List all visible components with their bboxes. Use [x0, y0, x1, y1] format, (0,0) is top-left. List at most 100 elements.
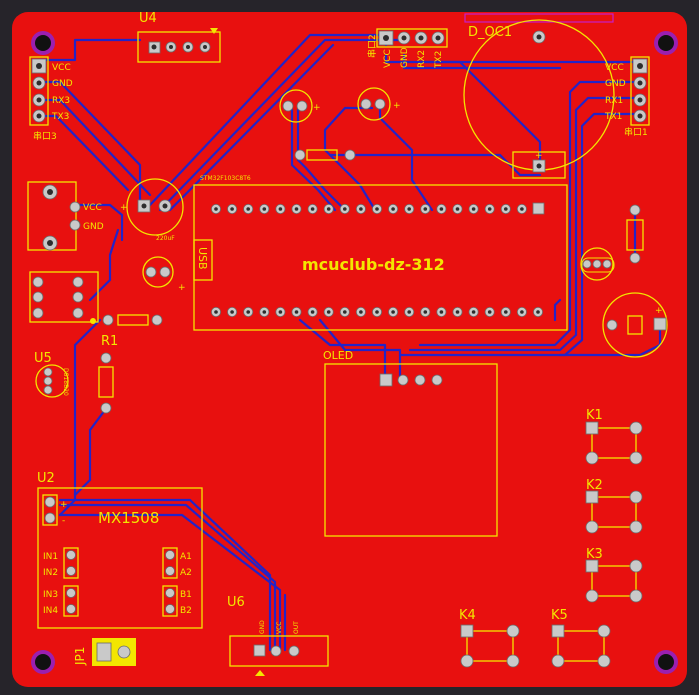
driver-b1: B1	[180, 590, 192, 600]
serial-port-1: VCC GND RX1 TX1 串口1	[604, 56, 650, 138]
oled-display: OLED	[323, 349, 498, 537]
mcu-pins-top	[210, 202, 545, 215]
mcu-board: STM32F103C8T6 USB mcuclub-dz-312	[193, 175, 568, 331]
u6-label: U6	[227, 595, 245, 610]
mcu-pins-bottom	[210, 306, 544, 317]
jp1-label: JP1	[73, 647, 87, 666]
button-k5: K5	[551, 608, 611, 668]
mcu-pin-hole	[230, 310, 234, 314]
mcu-pin-hole	[278, 310, 283, 314]
mcu-pin-hole	[262, 310, 267, 314]
port2-pin-4: TX2	[434, 51, 444, 69]
d-oc1-label: D_OC1	[468, 25, 512, 40]
board-title: mcuclub-dz-312	[302, 255, 445, 274]
svg-text:+: +	[393, 101, 401, 111]
mcu-pin-hole	[246, 310, 250, 314]
port1-pin-4: TX1	[604, 112, 622, 122]
port2-pin-2: GND	[400, 47, 410, 68]
k3-label: K3	[586, 547, 603, 562]
u6-pin-3: OUT	[293, 621, 300, 634]
k5-label: K5	[551, 608, 568, 623]
ds18b20-label: DS18B20	[62, 368, 69, 396]
driver-plus: +	[60, 500, 68, 510]
usb-label: USB	[196, 247, 209, 270]
k1-label: K1	[586, 408, 603, 423]
mcu-pin-hole	[504, 207, 508, 211]
port1-name: 串口1	[624, 127, 648, 138]
driver-in4: IN4	[43, 606, 58, 616]
svg-text:+: +	[535, 151, 543, 161]
mcu-pin-hole	[487, 207, 492, 211]
mcu-pin-hole	[214, 207, 218, 211]
serial-port-2: VCC GND RX2 TX2 串口2	[367, 28, 448, 69]
port2-name: 串口2	[367, 34, 378, 58]
u5-label: U5	[34, 351, 52, 366]
cap-value: 220uF	[156, 235, 175, 242]
driver-in2: IN2	[43, 568, 58, 578]
u6-pin-2: VCC	[276, 622, 283, 634]
mcu-pin-hole	[520, 310, 524, 314]
port3-name: 串口3	[33, 131, 57, 142]
mcu-pin-hole	[487, 310, 492, 314]
mcu-pin-hole	[375, 207, 379, 211]
button-k1: K1	[585, 408, 643, 465]
mcu-pin-hole	[471, 207, 476, 211]
mcu-name: STM32F103C8T6	[200, 175, 251, 182]
mcu-pin-hole	[375, 310, 379, 314]
port1-pin-1: VCC	[605, 63, 624, 73]
mcu-pin-hole	[536, 310, 540, 314]
port3-pin-2: GND	[52, 79, 73, 89]
mcu-pin-square	[532, 202, 545, 215]
d-oc1-component: D_OC1 +	[463, 13, 615, 179]
mcu-pin-hole	[407, 310, 412, 314]
mcu-pin-hole	[294, 310, 299, 314]
button-k2: K2	[585, 478, 643, 534]
u6-sensor: U6 GND VCC OUT	[227, 595, 329, 676]
driver-a2: A2	[180, 568, 192, 578]
driver-a1: A1	[180, 552, 192, 562]
mcu-pin-hole	[310, 207, 315, 211]
mcu-pin-hole	[343, 310, 347, 314]
button-k4: K4	[459, 608, 520, 668]
driver-minus: -	[62, 516, 65, 526]
mcu-pin-hole	[214, 310, 218, 314]
port3-pin-4: TX3	[51, 112, 69, 122]
led-pair: + +	[279, 87, 401, 161]
mcu-pin-hole	[359, 207, 363, 211]
mcu-pin-hole	[439, 310, 444, 314]
serial-port-3: VCC GND RX3 TX3 串口3	[29, 56, 73, 142]
capacitor-220uf: + 220uF	[120, 178, 184, 242]
mcu-pin-hole	[520, 207, 524, 211]
port3-pin-1: VCC	[52, 63, 71, 73]
power-input: VCC GND	[27, 181, 104, 324]
mcu-pin-hole	[455, 207, 460, 211]
u4-component: U4	[137, 11, 221, 63]
svg-text:+: +	[313, 103, 321, 113]
port2-pin-1: VCC	[383, 49, 393, 68]
mcu-pin-hole	[423, 310, 428, 314]
driver-in1: IN1	[43, 552, 58, 562]
mx1508-label: MX1508	[98, 509, 159, 527]
oled-label: OLED	[323, 349, 353, 362]
mcu-pin-hole	[262, 207, 267, 211]
mcu-pin-hole	[407, 207, 412, 211]
driver-in3: IN3	[43, 590, 58, 600]
driver-b2: B2	[180, 606, 192, 616]
mcu-pin-hole	[326, 310, 331, 314]
led-small: +	[142, 256, 186, 293]
mcu-pin-hole	[294, 207, 299, 211]
mcu-pin-hole	[246, 207, 250, 211]
mcu-pin-hole	[471, 310, 476, 314]
port1-pin-3: RX1	[605, 96, 623, 106]
r1-label: R1	[101, 334, 118, 349]
right-components: +	[580, 204, 668, 358]
power-vcc: VCC	[83, 203, 102, 213]
mounting-holes	[31, 31, 678, 674]
u2-label: U2	[37, 471, 55, 486]
mcu-pin-hole	[278, 207, 283, 211]
mcu-pin-hole	[391, 310, 395, 314]
mcu-pin-hole	[455, 310, 460, 314]
mcu-pin-hole	[343, 207, 347, 211]
mcu-pin-hole	[391, 207, 395, 211]
